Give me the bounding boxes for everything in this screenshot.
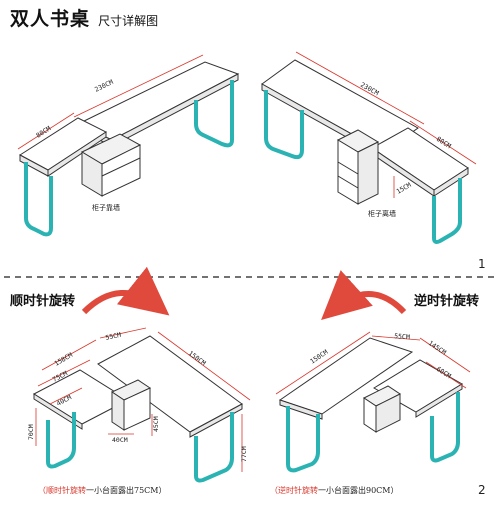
dim-label-70cm: 70CM: [27, 424, 35, 440]
counterclockwise-arrow: [321, 270, 407, 321]
clockwise-caption: （顺时针旋转一小台面露出75CM）: [38, 485, 167, 495]
cabinet-away-from-wall-label: 柜子离墙: [368, 209, 396, 218]
desk-view-top-right: [261, 59, 469, 244]
dim-label-230cm-right: 230CM: [359, 81, 380, 98]
dim-label-150cm-right: 150CM: [309, 348, 330, 366]
clockwise-caption-highlight: （顺时针旋转: [38, 485, 86, 495]
dim-label-77cm: 77CM: [240, 446, 248, 462]
page-number-2: 2: [478, 483, 486, 497]
dim-label-145cm: 145CM: [427, 339, 448, 357]
cabinet-against-wall-label: 柜子靠墙: [92, 203, 120, 212]
dim-label-15cm: 15CM: [395, 181, 413, 196]
dim-label-158cm: 158CM: [53, 351, 74, 368]
header: 双人书桌 尺寸详解图: [10, 4, 158, 31]
dim-label-45cm: 45CM: [152, 416, 160, 432]
dimension-lines-bottom-right: [275, 331, 471, 395]
desk-view-bottom-right: [278, 337, 463, 473]
desk-view-bottom-left: [32, 335, 243, 483]
dimension-lines-bottom-left: [35, 327, 251, 472]
counterclockwise-caption-rest: 一小台面露出90CM）: [318, 485, 399, 495]
dim-label-150cm: 150CM: [187, 349, 208, 367]
counterclockwise-caption: （逆时针旋转一小台面露出90CM）: [270, 485, 399, 495]
counterclockwise-rotation-label: 逆时针旋转: [414, 293, 479, 309]
dimension-lines-top-right: [295, 51, 477, 198]
dimension-lines-top-left: [17, 54, 204, 150]
clockwise-arrow: [81, 266, 170, 316]
page-subtitle: 尺寸详解图: [98, 14, 159, 28]
clockwise-caption-rest: 一小台面露出75CM）: [86, 485, 167, 495]
clockwise-rotation-label: 顺时针旋转: [10, 293, 75, 309]
dim-label-230cm: 230CM: [93, 78, 114, 94]
desk-view-top-left: [19, 61, 240, 237]
dim-label-55cm-right: 55CM: [394, 332, 410, 341]
dim-label-40cm-width: 40CM: [112, 436, 128, 444]
counterclockwise-caption-highlight: （逆时针旋转: [270, 485, 318, 495]
page-number-1: 1: [478, 257, 486, 271]
dim-label-55cm: 55CM: [105, 331, 122, 342]
page-title: 双人书桌: [10, 8, 91, 30]
